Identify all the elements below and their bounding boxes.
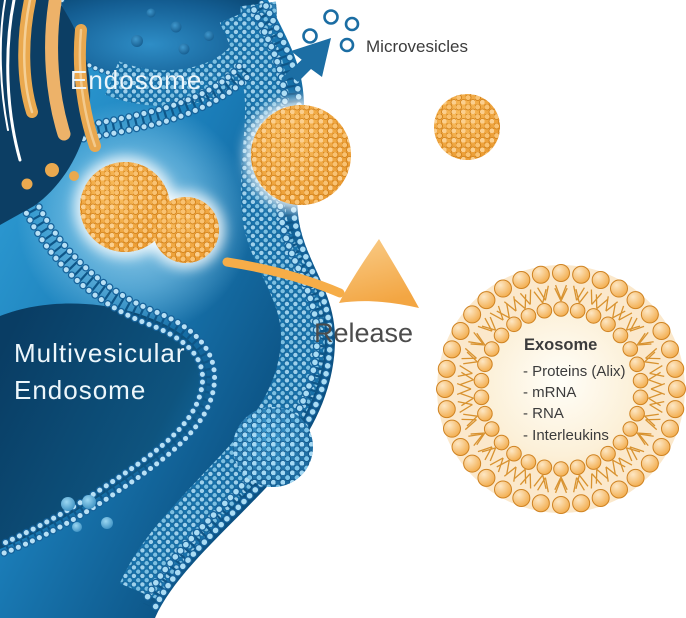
blue-arrowhead-icon: [287, 38, 331, 82]
released-orange-vesicle: [434, 94, 500, 160]
endosome-label: Endosome: [70, 65, 202, 95]
exosome-item: - mRNA: [523, 384, 576, 401]
multivesicular-endosome-label-line1: Multivesicular: [14, 338, 186, 368]
golgi-apparatus: [0, 0, 101, 225]
exosome-item: - Proteins (Alix): [523, 363, 626, 380]
exosome-bilayer-ring: [436, 264, 686, 514]
microvesicles-group: [281, 9, 360, 82]
membrane-bead-bands: [105, 1, 325, 602]
exosome-item: - Interleukins: [523, 427, 609, 444]
orange-vesicles: [74, 99, 357, 269]
exosome-content-list: Exosome - Proteins (Alix) - mRNA - RNA -…: [523, 336, 626, 444]
blue-vesicle: [233, 407, 313, 487]
release-arrow-icon: [222, 239, 419, 308]
exosome-title: Exosome: [524, 336, 597, 354]
release-label: Release: [314, 318, 413, 348]
orange-vesicle: [80, 162, 170, 252]
intraluminal-dots: [61, 8, 214, 532]
multivesicular-lumen: [0, 303, 208, 549]
multivesicular-endosome-label-line2: Endosome: [14, 375, 146, 405]
exosome-item: - RNA: [523, 405, 564, 422]
microvesicle: [302, 9, 360, 53]
orange-vesicle: [153, 197, 219, 263]
exosome-circle: [436, 264, 686, 514]
orange-vesicle: [251, 105, 351, 205]
microvesicles-label: Microvesicles: [366, 37, 468, 56]
